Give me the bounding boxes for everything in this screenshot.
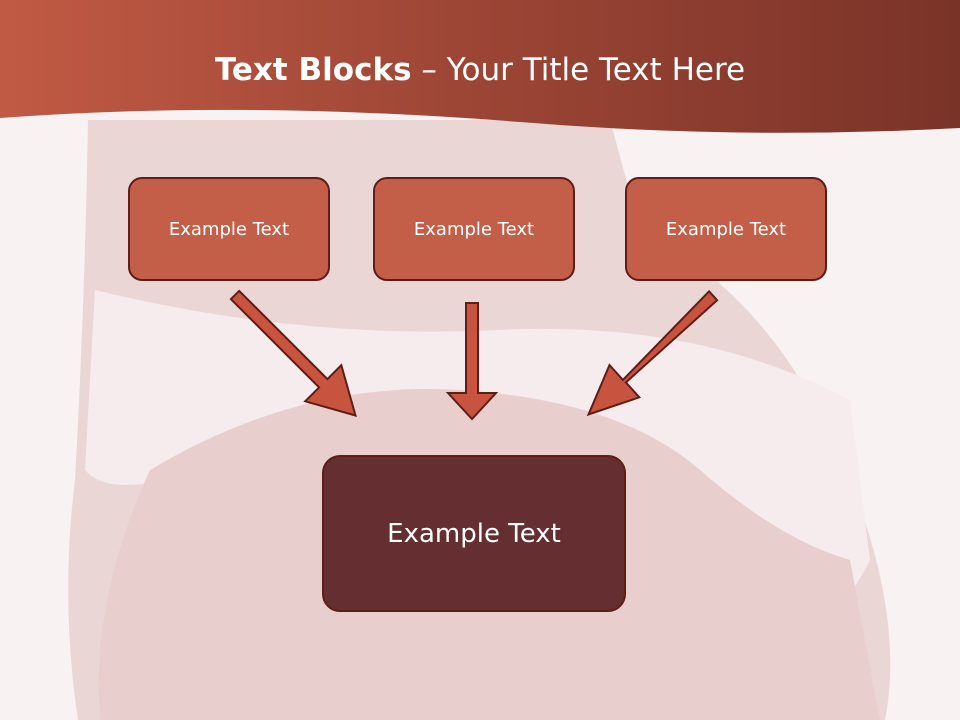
- title-bold: Text Blocks: [214, 52, 412, 88]
- text-block-left[interactable]: Example Text: [128, 177, 330, 281]
- text-block-left-label: Example Text: [168, 218, 290, 240]
- title-separator: –: [411, 52, 447, 88]
- text-block-center[interactable]: Example Text: [373, 177, 575, 281]
- text-block-right-label: Example Text: [665, 218, 787, 240]
- text-block-target[interactable]: Example Text: [322, 455, 626, 612]
- arrow-left: [229, 289, 357, 417]
- arrow-center: [445, 302, 499, 421]
- text-block-target-label: Example Text: [387, 518, 561, 549]
- text-block-right[interactable]: Example Text: [625, 177, 827, 281]
- text-block-center-label: Example Text: [413, 218, 535, 240]
- slide-title: Text Blocks – Your Title Text Here: [0, 52, 960, 88]
- arrow-right: [586, 289, 719, 417]
- title-regular: Your Title Text Here: [446, 52, 746, 88]
